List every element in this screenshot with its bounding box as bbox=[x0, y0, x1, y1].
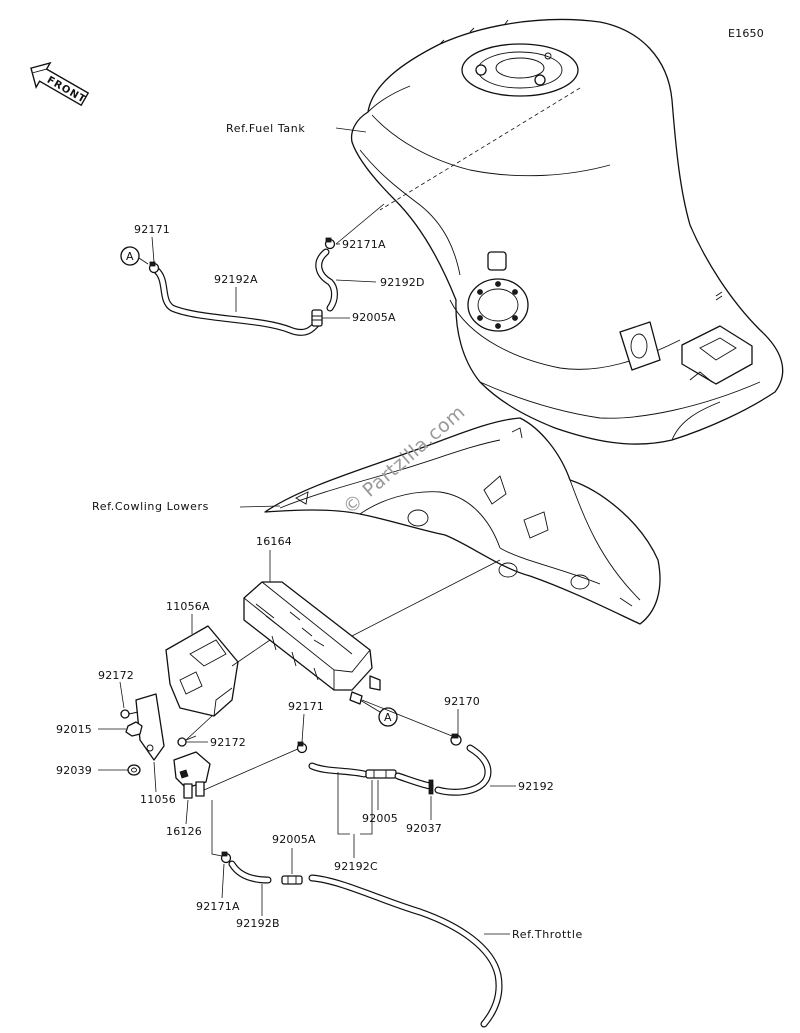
hose-92192A bbox=[152, 266, 322, 336]
label-92192B: 92192B bbox=[236, 917, 280, 930]
label-92192A: 92192A bbox=[214, 273, 258, 286]
hose-92192B bbox=[228, 860, 272, 884]
ref-throttle-label: Ref.Throttle bbox=[512, 928, 583, 941]
ref-fuel-tank-label: Ref.Fuel Tank bbox=[226, 122, 305, 135]
callout-a-bottom-letter: A bbox=[384, 711, 392, 724]
label-16164: 16164 bbox=[256, 535, 292, 548]
label-92037: 92037 bbox=[406, 822, 442, 835]
fitting-92005 bbox=[365, 769, 397, 779]
cowling-lowers-reference bbox=[264, 417, 661, 625]
label-16126: 16126 bbox=[166, 825, 202, 838]
fuel-tank-reference bbox=[350, 18, 784, 445]
grommet-92039 bbox=[127, 764, 141, 776]
bracket-11056A bbox=[165, 625, 239, 717]
label-92172-left: 92172 bbox=[98, 669, 134, 682]
clamp-92171-mid bbox=[296, 741, 308, 754]
hose-92192C bbox=[308, 762, 368, 778]
label-92192: 92192 bbox=[518, 780, 554, 793]
nut-92015 bbox=[125, 721, 143, 737]
label-92171-top: 92171 bbox=[134, 223, 170, 236]
valve-16126 bbox=[173, 751, 211, 799]
label-92192D: 92192D bbox=[380, 276, 425, 289]
label-11056A: 11056A bbox=[166, 600, 210, 613]
label-92015: 92015 bbox=[56, 723, 92, 736]
label-92172-right: 92172 bbox=[210, 736, 246, 749]
clamp-92171A-top bbox=[324, 237, 336, 250]
hose-throttle-reference bbox=[308, 874, 503, 1028]
clamp-92171-top bbox=[148, 261, 160, 274]
screw-92172-right bbox=[177, 735, 197, 747]
label-92005A-top: 92005A bbox=[352, 311, 396, 324]
fitting-92005A-top bbox=[311, 309, 323, 327]
label-92005: 92005 bbox=[362, 812, 398, 825]
clamp-92170 bbox=[450, 733, 462, 746]
label-92171A-top: 92171A bbox=[342, 238, 386, 251]
label-92170: 92170 bbox=[444, 695, 480, 708]
canister-16164 bbox=[243, 581, 381, 705]
callout-a-top bbox=[120, 246, 140, 266]
callout-a-top-letter: A bbox=[126, 250, 134, 263]
label-92171A-bottom: 92171A bbox=[196, 900, 240, 913]
front-arrow-icon: FRONT bbox=[30, 61, 90, 107]
hose-92192-right bbox=[394, 744, 492, 796]
screw-92172-left bbox=[120, 709, 139, 719]
label-92171-mid: 92171 bbox=[288, 700, 324, 713]
ref-cowling-lowers-label: Ref.Cowling Lowers bbox=[92, 500, 209, 513]
diagram-code: E1650 bbox=[728, 27, 764, 40]
label-92039: 92039 bbox=[56, 764, 92, 777]
label-11056: 11056 bbox=[140, 793, 176, 806]
label-92192C: 92192C bbox=[334, 860, 378, 873]
hose-92192D bbox=[315, 248, 338, 312]
fitting-92005A-bottom bbox=[281, 875, 303, 885]
clamp-92171A-bottom bbox=[220, 851, 232, 864]
clamp-92037 bbox=[428, 779, 434, 795]
label-92005A-bottom: 92005A bbox=[272, 833, 316, 846]
